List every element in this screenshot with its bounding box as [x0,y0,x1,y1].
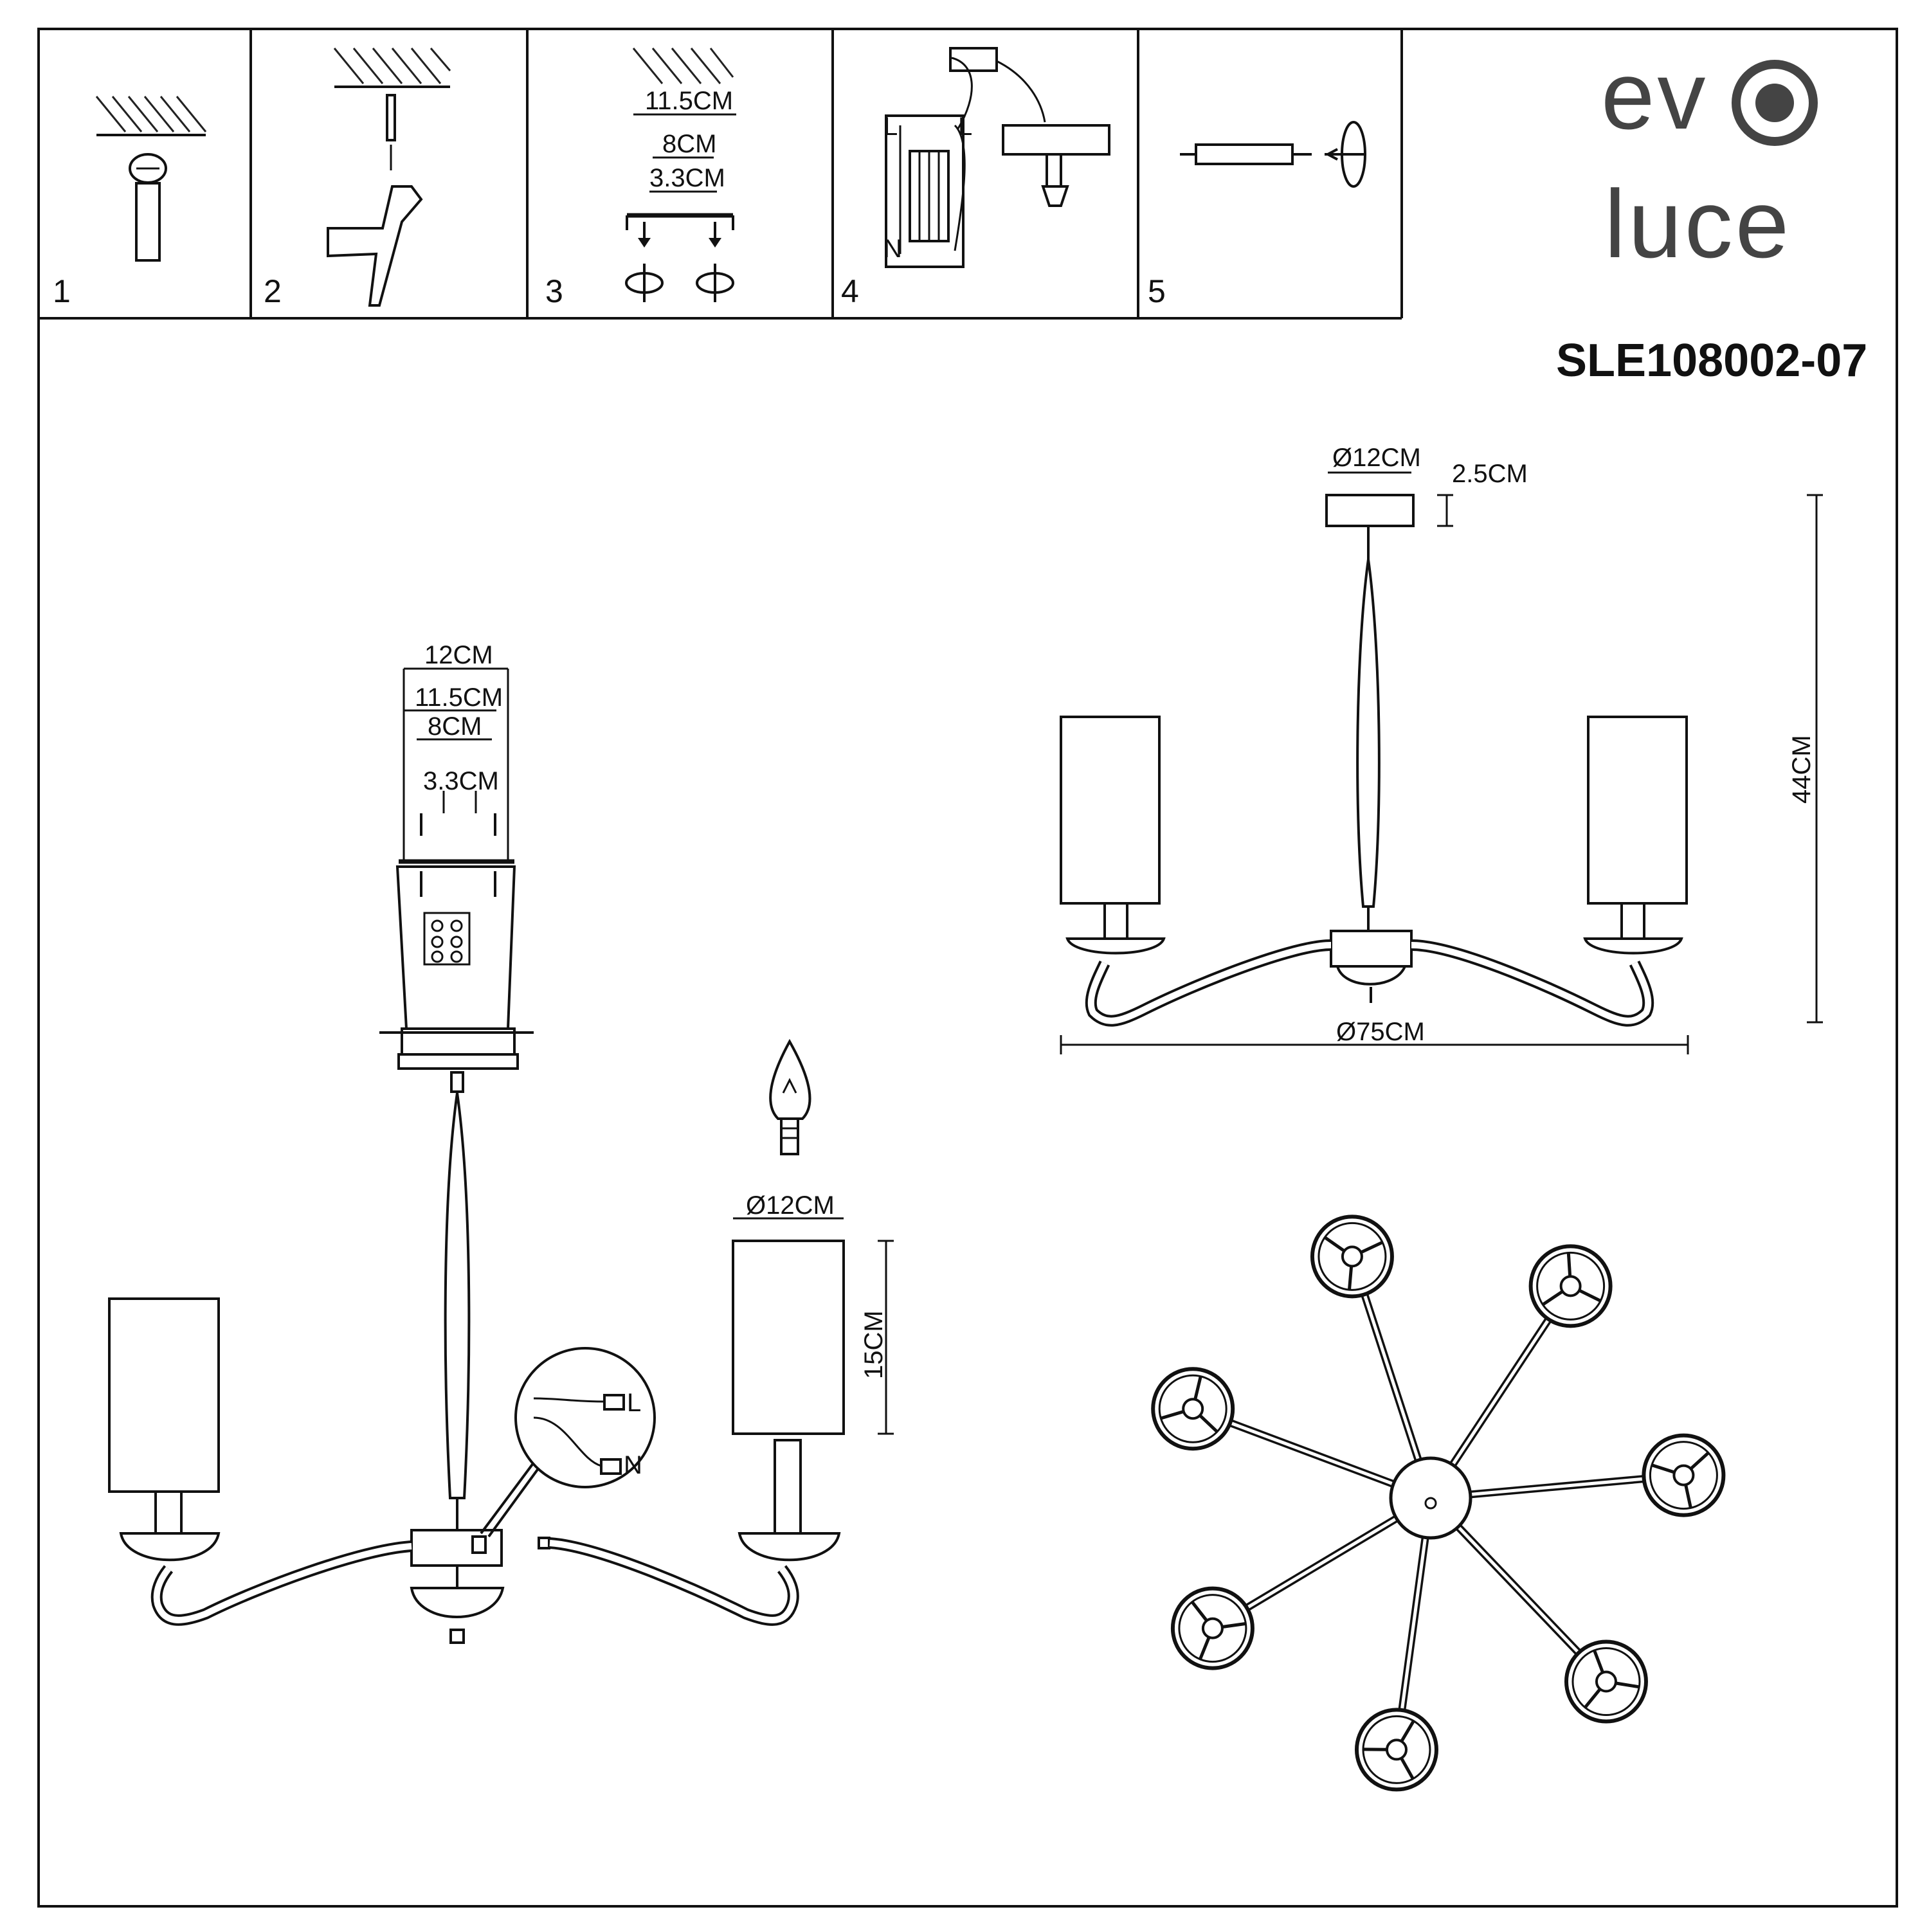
plate-dim-12: 12CM [424,641,493,669]
top-view-shade [1312,1216,1392,1296]
top-view-arm [1451,1246,1611,1467]
model-code: SLE108002-07 [1556,335,1867,386]
top-view-arm [1456,1525,1646,1722]
step-3-dim-3-3: 3.3CM [649,164,725,192]
plate-dim-11-5: 11.5CM [415,683,503,712]
canopy-height-label: 2.5CM [1452,460,1528,488]
top-view-shade [1153,1369,1233,1449]
bolt-nut-icon [1180,122,1366,186]
hammer-anchor-icon [328,48,450,305]
step-3-number: 3 [545,273,563,309]
step-4-number: 4 [841,273,859,309]
step-5-number: 5 [1148,273,1166,309]
top-view-arm [1357,1535,1436,1789]
step-4-label-n-bottom: N [883,235,902,263]
shade-height-label: 15CM [860,1310,888,1379]
step-2-number: 2 [264,273,282,309]
exploded-view: 12CM 11.5CM 8CM 3.3CM [109,641,894,1643]
top-view-shade [1173,1589,1253,1668]
wire-label-n: N [624,1451,642,1479]
step-3-dim-11-5: 11.5CM [645,87,733,115]
mounting-plate-screws-icon: 11.5CM 8CM 3.3CM [626,48,736,302]
step-4-label-l-top: L [883,113,898,141]
side-view: Ø12CM 2.5CM 44CM Ø75CM [1061,444,1823,1054]
top-view-hub [1391,1458,1471,1538]
ceiling-anchor-screw-icon [96,96,206,260]
brand-line-2: luce [1604,170,1791,278]
wire-label-l: L [627,1389,641,1417]
brand-line-1: ev [1601,41,1708,149]
total-height-label: 44CM [1788,735,1816,804]
canopy-diameter-label: Ø12CM [1332,444,1421,472]
top-view-arm [1173,1517,1399,1668]
brand-logo: ev luce [1601,41,1813,278]
top-view-arm [1468,1436,1724,1515]
plate-dim-8: 8CM [428,712,482,741]
top-view-shade [1357,1710,1436,1789]
shade-diameter-label: Ø12CM [746,1191,835,1220]
top-view-shade [1566,1642,1646,1722]
step-3-dim-8: 8CM [662,130,716,158]
top-view [1153,1216,1723,1789]
top-view-shade [1531,1246,1611,1326]
outer-border [39,29,1897,1906]
top-view-arm [1312,1216,1419,1463]
top-view-arm [1153,1369,1396,1485]
step-1-number: 1 [53,273,71,309]
span-diameter-label: Ø75CM [1336,1018,1425,1046]
target-circle-icon [1736,64,1813,141]
top-view-shade [1644,1436,1723,1515]
plate-dim-3-3: 3.3CM [423,767,499,795]
wiring-terminal-icon: L N L [883,48,1109,267]
